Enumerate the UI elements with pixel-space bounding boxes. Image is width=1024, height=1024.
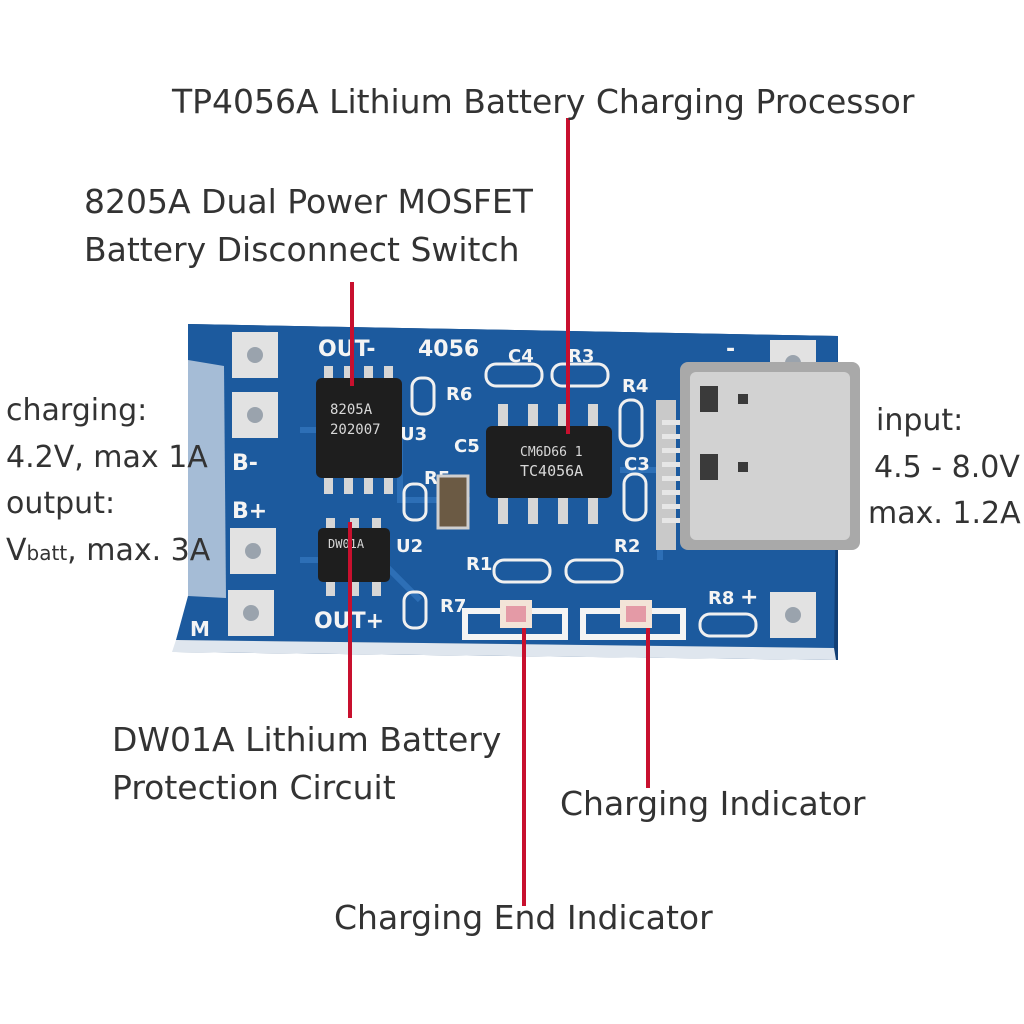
usb-c-connector	[656, 362, 860, 550]
silk-u3: U3	[400, 424, 427, 445]
led-charging-end	[462, 600, 568, 640]
silk-c5: C5	[454, 436, 480, 457]
chip-tp4056a-line1: TC4056A	[520, 462, 583, 480]
silk-c3: C3	[624, 454, 650, 475]
right-spec: input: 4.5 - 8.0V max. 1.2A	[868, 398, 1021, 538]
chip-8205a: 8205A 202007	[316, 366, 402, 494]
silk-r3: R3	[568, 346, 594, 367]
left-spec: charging: 4.2V, max 1A output: Vbatt, ma…	[6, 388, 210, 574]
output-value-main: V	[6, 532, 27, 568]
cap-c3	[622, 472, 648, 522]
leader-charging-end	[522, 628, 526, 906]
res-r4	[618, 398, 644, 448]
cap-c4	[484, 362, 544, 388]
chip-tp4056a-line2: CM6D66 1	[520, 445, 583, 460]
silk-b-plus: B+	[232, 499, 267, 524]
cap-c5-body	[436, 474, 470, 530]
charging-label: charging:	[6, 393, 148, 428]
output-value: Vbatt, max. 3A	[6, 528, 210, 575]
res-r5	[402, 482, 428, 522]
input-max: max. 1.2A	[868, 496, 1021, 531]
led-charging	[580, 600, 686, 640]
callout-protection-line1: DW01A Lithium Battery	[112, 720, 502, 759]
res-r2	[564, 558, 624, 584]
input-label: input:	[876, 403, 964, 438]
callout-mosfet: 8205A Dual Power MOSFET Battery Disconne…	[84, 178, 533, 274]
silk-c4: C4	[508, 346, 534, 367]
output-label: output:	[6, 486, 116, 521]
callout-mosfet-line1: 8205A Dual Power MOSFET	[84, 182, 533, 221]
silk-out-minus: OUT-	[318, 337, 375, 362]
silk-r7: R7	[440, 596, 466, 617]
charging-value: 4.2V, max 1A	[6, 439, 208, 475]
silk-r2: R2	[614, 536, 640, 557]
res-r8	[698, 612, 758, 638]
callout-charging-indicator: Charging Indicator	[560, 784, 866, 823]
output-value-sub: batt	[26, 540, 68, 565]
chip-8205a-line2: 202007	[330, 422, 381, 438]
res-r3	[550, 362, 610, 388]
silkscreen: OUT- B- B+ OUT+ 4056 M - + C4 R3 R4 C3 R…	[190, 337, 758, 641]
leader-charging	[646, 628, 650, 788]
silk-r6: R6	[446, 384, 472, 405]
callout-protection-line2: Protection Circuit	[112, 767, 396, 807]
silk-b-minus: B-	[232, 451, 258, 476]
input-range: 4.5 - 8.0V	[874, 449, 1020, 485]
silk-r1: R1	[466, 554, 492, 575]
callout-mosfet-line2: Battery Disconnect Switch	[84, 229, 520, 269]
chip-dw01a-text: DW01A	[328, 537, 365, 551]
silk-model: 4056	[418, 337, 479, 362]
chip-8205a-line1: 8205A	[330, 402, 373, 418]
silk-m: M	[190, 617, 210, 641]
leader-protection	[348, 522, 352, 718]
silk-r8: R8	[708, 588, 734, 609]
res-r1	[492, 558, 552, 584]
output-value-rest: , max. 3A	[67, 532, 211, 568]
callout-processor: TP4056A Lithium Battery Charging Process…	[172, 82, 915, 121]
chip-tp4056a: TC4056A CM6D66 1	[486, 404, 612, 524]
res-r7	[402, 590, 428, 630]
callout-protection: DW01A Lithium Battery Protection Circuit	[112, 716, 501, 812]
leader-mosfet	[350, 282, 354, 386]
silk-r4: R4	[622, 376, 648, 397]
res-r6	[410, 376, 436, 416]
passives	[402, 362, 758, 638]
silk-plus: +	[740, 585, 758, 610]
callout-charging-end-indicator: Charging End Indicator	[334, 898, 713, 937]
leader-processor	[566, 118, 570, 434]
silk-u2: U2	[396, 536, 423, 557]
chip-dw01a: DW01A	[318, 518, 390, 596]
silk-minus: -	[726, 337, 735, 362]
